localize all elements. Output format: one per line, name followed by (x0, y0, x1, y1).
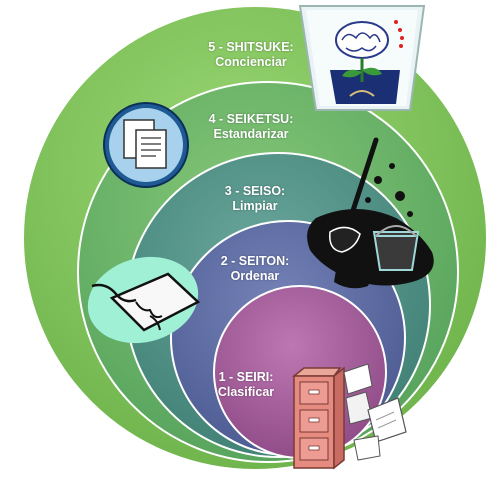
level-3-verb: Limpiar (232, 199, 278, 213)
brain-sprout-icon (298, 5, 426, 111)
mop-bucket-icon (307, 137, 434, 289)
documents-icon (103, 102, 189, 188)
level-1-verb: Clasificar (217, 385, 275, 399)
level-5-verb: Concienciar (215, 55, 287, 69)
level-1-title: 1 - SEIRI: (218, 370, 274, 384)
level-5-label: 5 - SHITSUKE: Concienciar (190, 40, 312, 70)
level-3-title: 3 - SEISO: (224, 184, 286, 198)
level-3-label: 3 - SEISO: Limpiar (200, 184, 310, 214)
level-4-label: 4 - SEIKETSU: Estandarizar (190, 112, 312, 142)
level-2-verb: Ordenar (230, 269, 280, 283)
level-4-verb: Estandarizar (213, 127, 289, 141)
level-4-title: 4 - SEIKETSU: (208, 112, 294, 126)
level-5-title: 5 - SHITSUKE: (208, 40, 294, 54)
filing-cabinet-icon (291, 363, 407, 470)
level-1-label: 1 - SEIRI: Clasificar (196, 370, 296, 400)
level-2-title: 2 - SEITON: (220, 254, 290, 268)
clipboard-hand-icon (87, 256, 201, 344)
level-2-label: 2 - SEITON: Ordenar (200, 254, 310, 284)
